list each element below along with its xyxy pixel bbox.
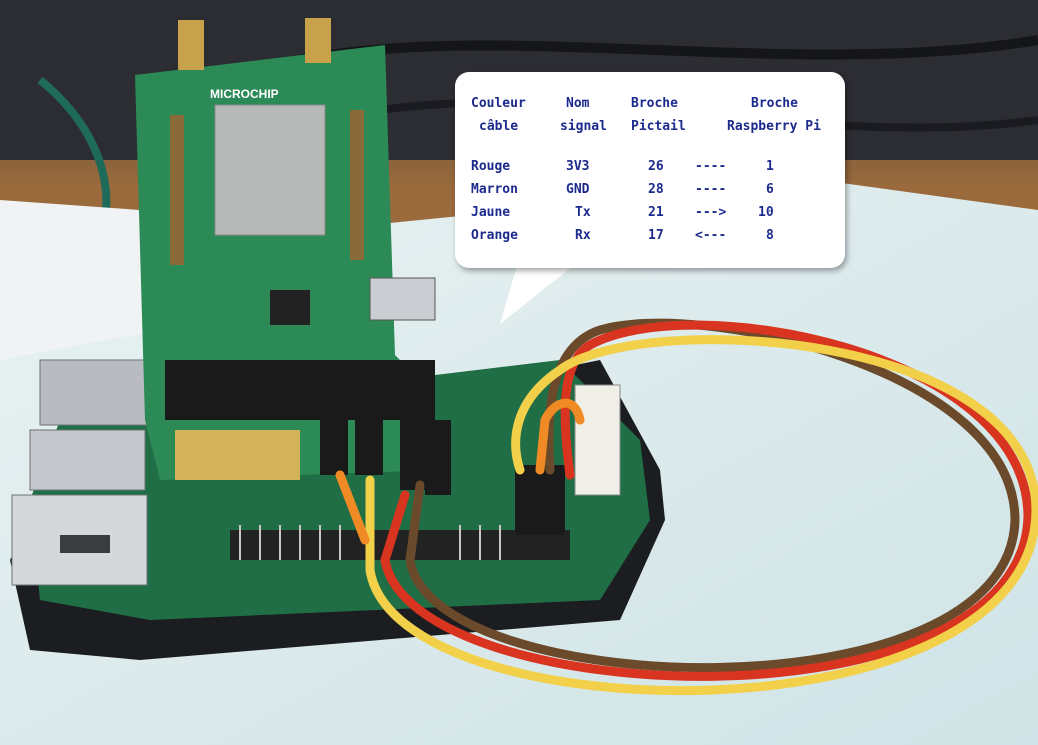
row-arrow: ----	[695, 159, 727, 174]
row-couleur: Rouge	[471, 159, 511, 174]
row-signal: Rx	[575, 228, 591, 243]
row-pictail: 28	[648, 182, 664, 197]
jumper-housing	[355, 400, 383, 475]
jumper-housing	[425, 420, 451, 495]
row-couleur: Marron	[471, 182, 518, 197]
row-rpi: 1	[766, 159, 774, 174]
board-connector-left	[170, 115, 184, 265]
row-signal: 3V3	[566, 159, 590, 174]
wire-orange	[335, 470, 370, 545]
usb-port	[29, 429, 146, 491]
row-rpi: 8	[766, 228, 774, 243]
antenna-connector	[305, 18, 331, 63]
pictail-pins	[165, 360, 435, 420]
row-arrow: <---	[695, 228, 727, 243]
wire-yellow	[365, 335, 1038, 695]
usb-mini-port	[369, 277, 436, 321]
microchip-logo: MICROCHIP	[210, 87, 279, 101]
row-pictail: 26	[648, 159, 664, 174]
gpio-pins	[239, 525, 501, 560]
row-pictail: 21	[648, 205, 664, 220]
ethernet-slot	[60, 535, 110, 553]
white-cloth	[0, 200, 160, 360]
pin-mapping-callout: Couleur câble Nom signal Broche Pictail …	[455, 72, 845, 268]
header-broche-rpi: Broche	[751, 96, 798, 111]
row-pictail: 17	[648, 228, 664, 243]
gpio-header	[230, 530, 570, 560]
header-pictail: Pictail	[631, 119, 686, 134]
row-arrow: --->	[695, 205, 727, 220]
header-broche-pictail: Broche	[631, 96, 678, 111]
wire-brown	[405, 318, 1020, 673]
jumper-housing	[400, 410, 428, 490]
row-couleur: Jaune	[471, 205, 511, 220]
row-rpi: 6	[766, 182, 774, 197]
row-signal: GND	[566, 182, 590, 197]
board-connector-right	[350, 110, 364, 260]
rpi-connector	[515, 465, 565, 535]
header-couleur: Couleur	[471, 96, 526, 111]
black-cable	[299, 35, 1038, 65]
callout-tail	[500, 262, 578, 324]
header-nom: Nom	[566, 96, 590, 111]
wifi-module-shield	[214, 104, 326, 236]
header-cable: câble	[479, 119, 519, 134]
row-couleur: Orange	[471, 228, 518, 243]
row-signal: Tx	[575, 205, 591, 220]
chip	[270, 290, 310, 325]
edge-connector-gold	[175, 430, 300, 480]
wire-red	[380, 320, 1033, 681]
ribbon-connector	[574, 384, 621, 496]
row-arrow: ----	[695, 182, 727, 197]
wire-orange	[535, 398, 585, 475]
jumper-housing	[320, 400, 348, 475]
header-raspberry-pi: Raspberry Pi	[727, 119, 821, 134]
row-rpi: 10	[758, 205, 774, 220]
header-signal: signal	[560, 119, 607, 134]
wire-loop	[335, 318, 1038, 695]
usb-port	[39, 359, 151, 426]
antenna-connector	[178, 20, 204, 70]
